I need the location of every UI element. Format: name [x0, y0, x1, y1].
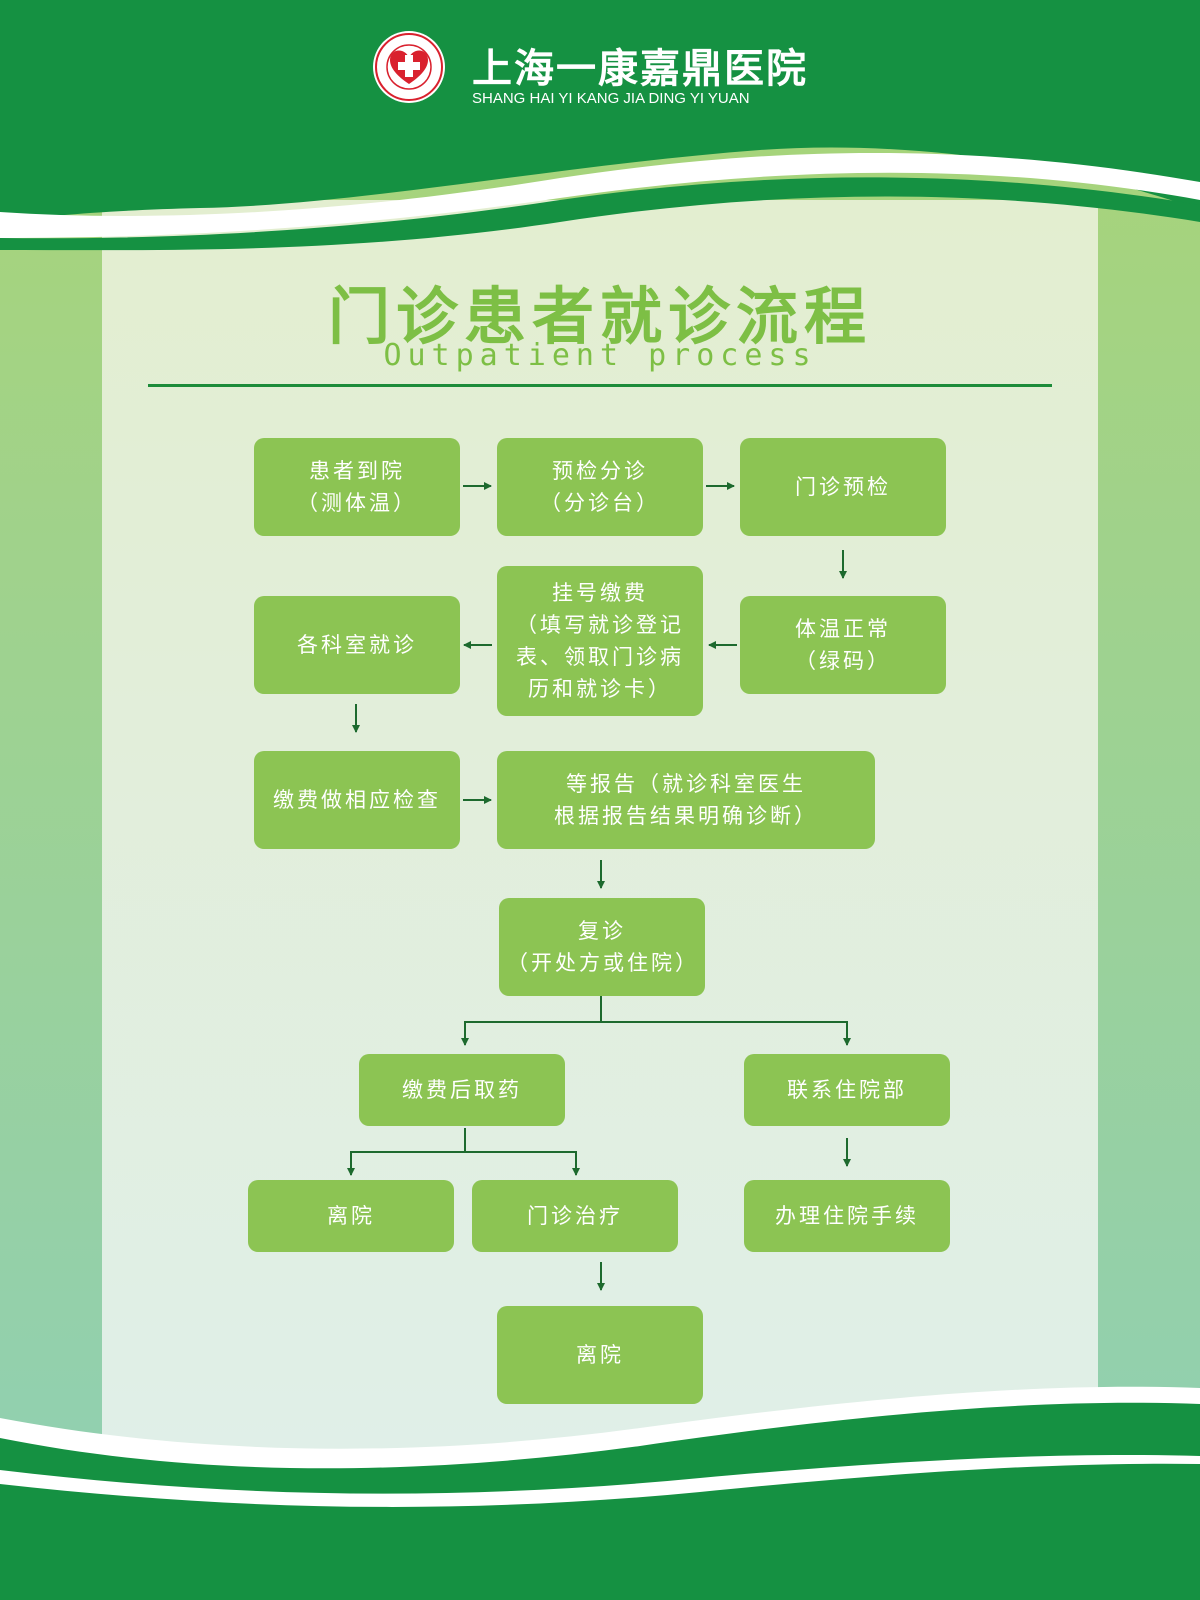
node-precheck: 门诊预检 — [740, 438, 946, 536]
node-arrive: 患者到院 （测体温） — [254, 438, 460, 536]
node-triage-line2: （分诊台） — [540, 491, 660, 515]
title-divider — [148, 384, 1052, 387]
node-register-line1: 挂号缴费 — [552, 581, 648, 605]
node-precheck-line1: 门诊预检 — [795, 475, 891, 499]
node-department: 各科室就诊 — [254, 596, 460, 694]
node-inpatient-dept: 联系住院部 — [744, 1054, 950, 1126]
node-arrive-line2: （测体温） — [297, 491, 417, 515]
node-register-line4: 历和就诊卡） — [528, 677, 672, 701]
node-exam: 缴费做相应检查 — [254, 751, 460, 849]
node-triage: 预检分诊 （分诊台） — [497, 438, 703, 536]
page-subtitle: Outpatient process — [383, 338, 817, 373]
node-medicine-line1: 缴费后取药 — [402, 1078, 522, 1102]
node-medicine: 缴费后取药 — [359, 1054, 565, 1126]
node-report-line2: 根据报告结果明确诊断） — [554, 804, 818, 828]
hospital-logo — [373, 31, 445, 103]
node-register-line2: （填写就诊登记 — [516, 613, 684, 637]
page-title: 门诊患者就诊流程 — [327, 280, 872, 353]
node-revisit-line2: （开处方或住院） — [507, 951, 699, 975]
node-normal-temp: 体温正常 （绿码） — [740, 596, 946, 694]
hospital-name-pinyin: SHANG HAI YI KANG JIA DING YI YUAN — [472, 90, 750, 107]
node-revisit-line1: 复诊 — [578, 919, 626, 943]
node-arrive-line1: 患者到院 — [309, 459, 405, 483]
node-report: 等报告（就诊科室医生 根据报告结果明确诊断） — [497, 751, 875, 849]
node-leave2-line1: 离院 — [576, 1343, 624, 1367]
node-department-line1: 各科室就诊 — [297, 633, 417, 657]
node-triage-line1: 预检分诊 — [552, 459, 648, 483]
node-leave1: 离院 — [248, 1180, 454, 1252]
node-exam-line1: 缴费做相应检查 — [273, 788, 441, 812]
node-revisit: 复诊 （开处方或住院） — [499, 898, 705, 996]
node-admission-line1: 办理住院手续 — [775, 1204, 919, 1228]
node-admission: 办理住院手续 — [744, 1180, 950, 1252]
node-register-line3: 表、领取门诊病 — [516, 645, 684, 669]
node-register: 挂号缴费 （填写就诊登记 表、领取门诊病 历和就诊卡） — [497, 566, 703, 716]
hospital-name: 上海一康嘉鼎医院 — [472, 46, 808, 92]
node-normal-temp-line2: （绿码） — [795, 649, 891, 673]
node-treatment: 门诊治疗 — [472, 1180, 678, 1252]
node-report-line1: 等报告（就诊科室医生 — [566, 772, 806, 796]
node-normal-temp-line1: 体温正常 — [795, 617, 891, 641]
node-leave1-line1: 离院 — [327, 1204, 375, 1228]
node-inpatient-dept-line1: 联系住院部 — [787, 1078, 907, 1102]
node-treatment-line1: 门诊治疗 — [527, 1204, 623, 1228]
node-leave2: 离院 — [497, 1306, 703, 1404]
